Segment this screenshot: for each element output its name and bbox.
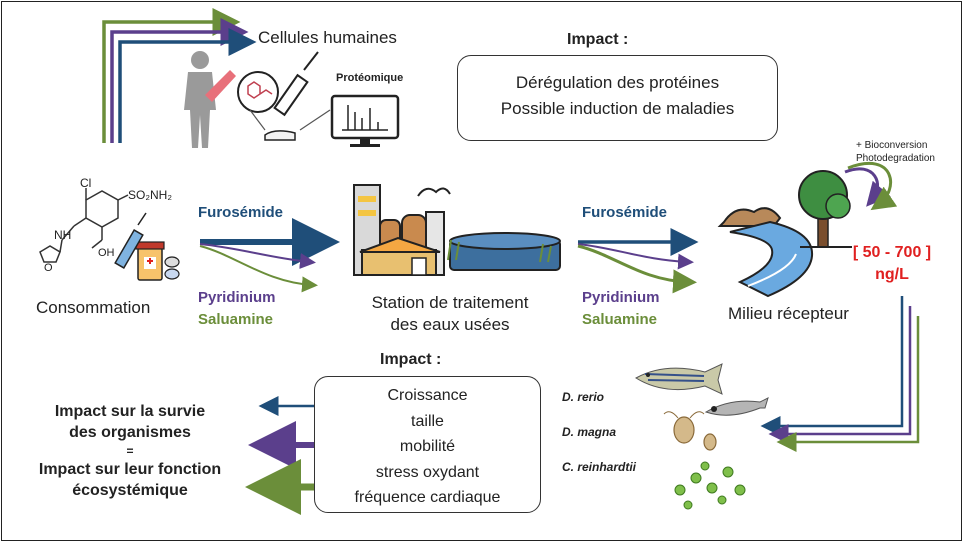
fish-icon — [635, 363, 769, 416]
species-c-reinhardtii: C. reinhardtii — [562, 460, 637, 474]
consumption-label: Consommation — [36, 298, 151, 317]
bottom-impact-box: Croissance taille mobilité stress oxydan… — [314, 376, 541, 513]
bioconversion-label: + Bioconversion Photodegradation — [856, 139, 935, 165]
atom-nh: NH — [54, 228, 72, 242]
bioconversion-line: + Bioconversion — [856, 140, 928, 151]
bottom-impact-line: fréquence cardiaque — [354, 489, 501, 506]
station-line: Station de traitement — [371, 293, 529, 312]
top-impact-line: Dérégulation des protéines — [515, 73, 720, 92]
atom-cl: Cl — [80, 176, 92, 190]
medicine-icon — [114, 212, 180, 281]
bottom-impact-line: stress oxydant — [375, 463, 480, 481]
furosemide-structure — [39, 188, 129, 263]
tree-icon — [798, 170, 852, 248]
station-line: des eaux usées — [390, 315, 510, 334]
human-cells-label: Cellules humaines — [258, 28, 397, 47]
impact-left-arrows — [245, 396, 314, 515]
syringe-icon — [264, 51, 319, 141]
atom-oh: OH — [98, 247, 115, 259]
right-elbow-arrows — [760, 296, 920, 452]
bottom-impact-title: Impact : — [380, 351, 442, 368]
concentration-range: [ 50 - 700 ] — [852, 244, 932, 261]
station-to-river-arrows — [577, 228, 699, 294]
proteomics-label: Protéomique — [336, 72, 404, 84]
photodegradation-line: Photodegradation — [856, 153, 935, 164]
species-d-magna: D. magna — [562, 425, 617, 439]
bioconversion-arrows — [844, 161, 898, 211]
function-line: Impact sur leur fonction — [38, 461, 222, 478]
function-line: écosystémique — [72, 482, 188, 499]
molecule-icon — [237, 71, 279, 131]
receiving-environment-label: Milieu récepteur — [728, 304, 849, 323]
pyridinium-label-1: Pyridinium — [198, 289, 276, 306]
furosemide-label-2: Furosémide — [582, 204, 668, 221]
algae-icon — [674, 461, 746, 510]
equals-sign: = — [126, 444, 134, 458]
computer-monitor-icon — [330, 94, 400, 147]
top-impact-line: Possible induction de maladies — [500, 99, 735, 118]
atom-o: O — [44, 262, 53, 274]
species-d-rerio: D. rerio — [562, 390, 605, 404]
human-figure-icon — [184, 51, 236, 148]
survival-line: des organismes — [69, 424, 191, 441]
bottom-impact-line: mobilité — [399, 438, 456, 455]
concentration-unit: ng/L — [875, 266, 909, 283]
bottom-impact-line: Croissance — [387, 387, 468, 404]
pyridinium-label-2: Pyridinium — [582, 289, 660, 306]
survival-impact-label: Impact sur la survie des organismes = Im… — [14, 401, 246, 501]
station-label: Station de traitement des eaux usées — [350, 292, 550, 336]
top-impact-box: Dérégulation des protéines Possible indu… — [457, 55, 778, 141]
survival-line: Impact sur la survie — [54, 403, 206, 420]
factory-icon — [353, 184, 561, 276]
top-elbow-arrows — [102, 8, 257, 143]
daphnia-icon — [663, 411, 717, 451]
bottom-impact-line: taille — [411, 412, 444, 430]
atom-so2nh2: SO₂NH₂ — [128, 188, 172, 202]
concentration-label: [ 50 - 700 ] ng/L — [846, 242, 938, 286]
saluamine-label-2: Saluamine — [582, 311, 658, 328]
furosemide-label-1: Furosémide — [198, 204, 284, 221]
river-icon — [717, 207, 814, 298]
top-impact-title: Impact : — [567, 31, 629, 48]
saluamine-label-1: Saluamine — [198, 311, 274, 328]
consumption-to-station-arrows — [199, 218, 340, 293]
